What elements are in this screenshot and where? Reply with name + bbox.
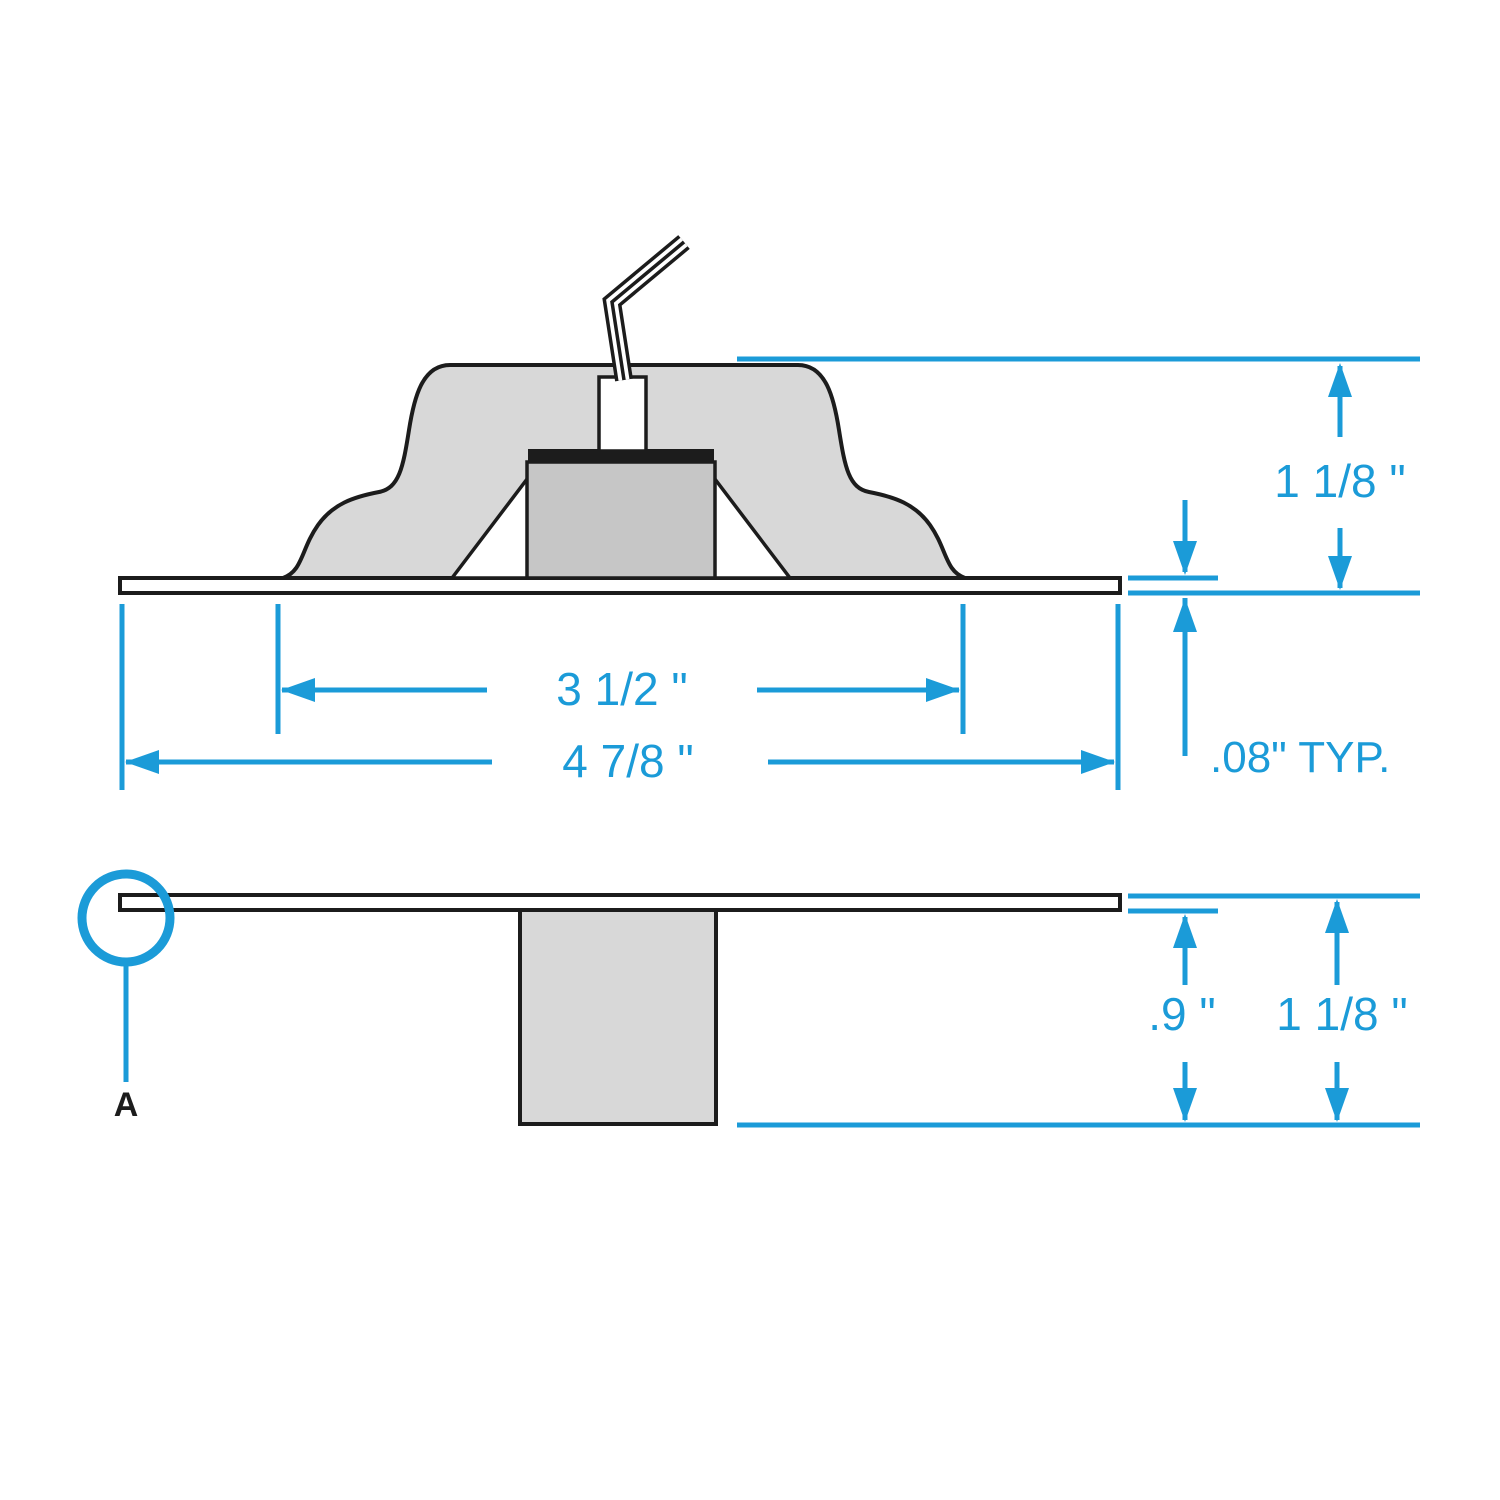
stem [597, 375, 648, 453]
dim-label-overall-height-lower: 1 1/8 " [1276, 988, 1407, 1040]
insert-block [518, 908, 718, 1126]
arrow-up-icon [1328, 363, 1352, 397]
arrow-left-icon [125, 750, 159, 774]
arrow-down-icon [1328, 556, 1352, 590]
arrow-down-icon [1173, 541, 1197, 575]
cable [602, 235, 690, 382]
mounting-plate [118, 576, 1122, 595]
dim-label-inner-width: 3 1/2 " [556, 663, 687, 715]
upper-dimensions: 1 1/8 " .08" TYP. 3 1/2 " 4 7/8 " [119, 356, 1420, 790]
arrow-right-icon [926, 678, 960, 702]
bottom-view: A [77, 869, 1122, 1126]
dim-label-overall-height: 1 1/8 " [1274, 455, 1405, 507]
arrow-down-icon [1173, 1088, 1197, 1122]
arrow-up-icon [1173, 914, 1197, 948]
core-top-band [528, 449, 714, 463]
core-block [525, 460, 717, 580]
mounting-plate-lower [118, 893, 1122, 912]
detail-callout-label: A [114, 1086, 139, 1124]
arrow-up-icon [1173, 598, 1197, 632]
lower-dimensions: .9 " 1 1/8 " [737, 893, 1420, 1128]
arrow-left-icon [281, 678, 315, 702]
side-view [118, 235, 1122, 595]
dim-label-overall-width: 4 7/8 " [562, 735, 693, 787]
arrow-up-icon [1325, 899, 1349, 933]
dim-label-plate-thickness: .08" TYP. [1210, 733, 1390, 782]
arrow-down-icon [1325, 1088, 1349, 1122]
dim-label-insert-depth: .9 " [1148, 988, 1215, 1040]
detail-callout-circle [77, 869, 175, 967]
arrow-right-icon [1081, 750, 1115, 774]
